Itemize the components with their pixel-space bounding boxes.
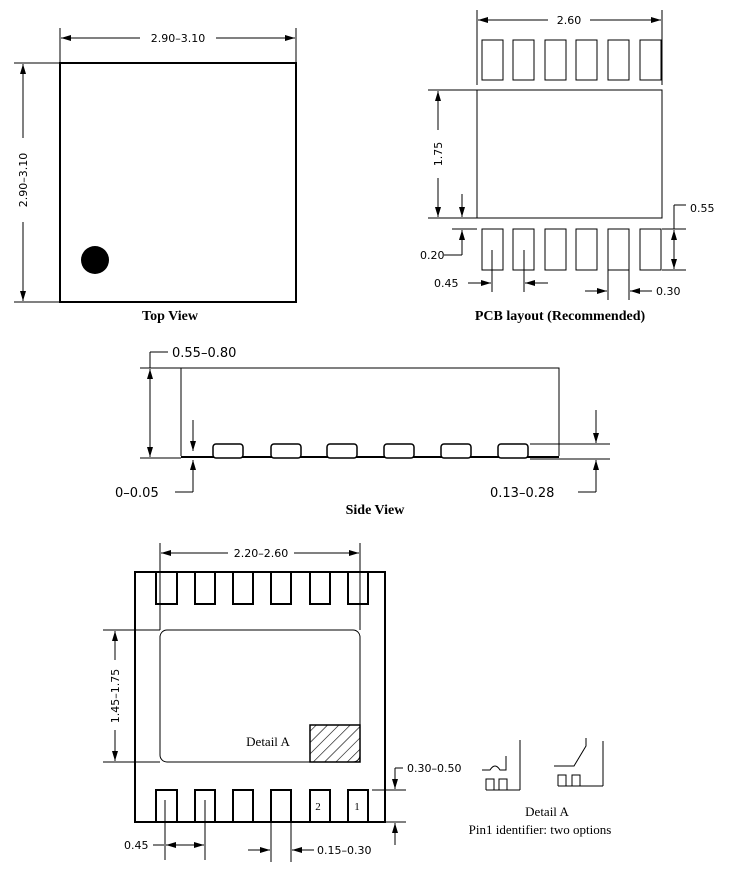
pcb-width-dim: 2.60 (557, 14, 582, 27)
detail-option-chamfer (554, 738, 604, 787)
bottom-pad-width-dim: 0.15–0.30 (317, 844, 371, 857)
top-view-title: Top View (142, 309, 199, 324)
pin-label-1: 1 (354, 801, 360, 813)
pcb-gap-dim: 0.20 (420, 249, 445, 262)
side-leads (212, 443, 529, 459)
side-lead-thickness-dim: 0.13–0.28 (490, 486, 554, 501)
pcb-thermal-pad (476, 89, 663, 219)
side-height-dim: 0.55–0.80 (172, 346, 236, 361)
pin1-hatch-area (309, 724, 361, 763)
detail-a-label: Detail A (246, 734, 290, 749)
pcb-layout-title: PCB layout (Recommended) (475, 309, 646, 324)
top-view: 2.90–3.10 2.90–3.10 Top View (14, 28, 297, 324)
bottom-view: 2 1 Detail A 2.20–2.60 1.45–1.75 0.30–0.… (103, 543, 461, 862)
bottom-outline (134, 571, 386, 823)
pcb-layout: 2.60 1.75 0.20 0.55 0.45 0.30 PCB layout… (420, 10, 715, 324)
side-view: 0.55–0.80 0–0.05 0.13–0.28 Side View (115, 346, 610, 518)
pcb-pad-height-dim: 1.75 (432, 142, 445, 167)
top-height-dim: 2.90–3.10 (17, 153, 30, 207)
pcb-pad-width-dim: 0.30 (656, 285, 681, 298)
pin1-dot (81, 246, 109, 274)
bottom-pad-length-dim: 0.30–0.50 (407, 762, 461, 775)
pcb-pitch-dim: 0.45 (434, 277, 459, 290)
package-outline (59, 62, 297, 303)
bottom-top-pads (155, 571, 369, 605)
detail-option-notch (482, 740, 521, 791)
detail-a-caption: Pin1 identifier: two options (469, 822, 612, 837)
top-width-dim: 2.90–3.10 (151, 32, 205, 45)
side-view-title: Side View (346, 503, 406, 518)
bottom-height-dim: 1.45–1.75 (109, 669, 122, 723)
pcb-bottom-pads (481, 228, 662, 271)
pcb-pad-length-dim: 0.55 (690, 202, 715, 215)
bottom-bottom-pads (155, 789, 369, 823)
detail-a-title: Detail A (525, 804, 569, 819)
bottom-pitch-dim: 0.45 (124, 839, 149, 852)
exposed-pad (159, 629, 361, 763)
pcb-top-pads (481, 39, 662, 81)
detail-a: Detail A Pin1 identifier: two options (469, 738, 612, 837)
pin-label-2: 2 (315, 801, 321, 813)
side-standoff-dim: 0–0.05 (115, 486, 159, 501)
bottom-width-dim: 2.20–2.60 (234, 547, 288, 560)
